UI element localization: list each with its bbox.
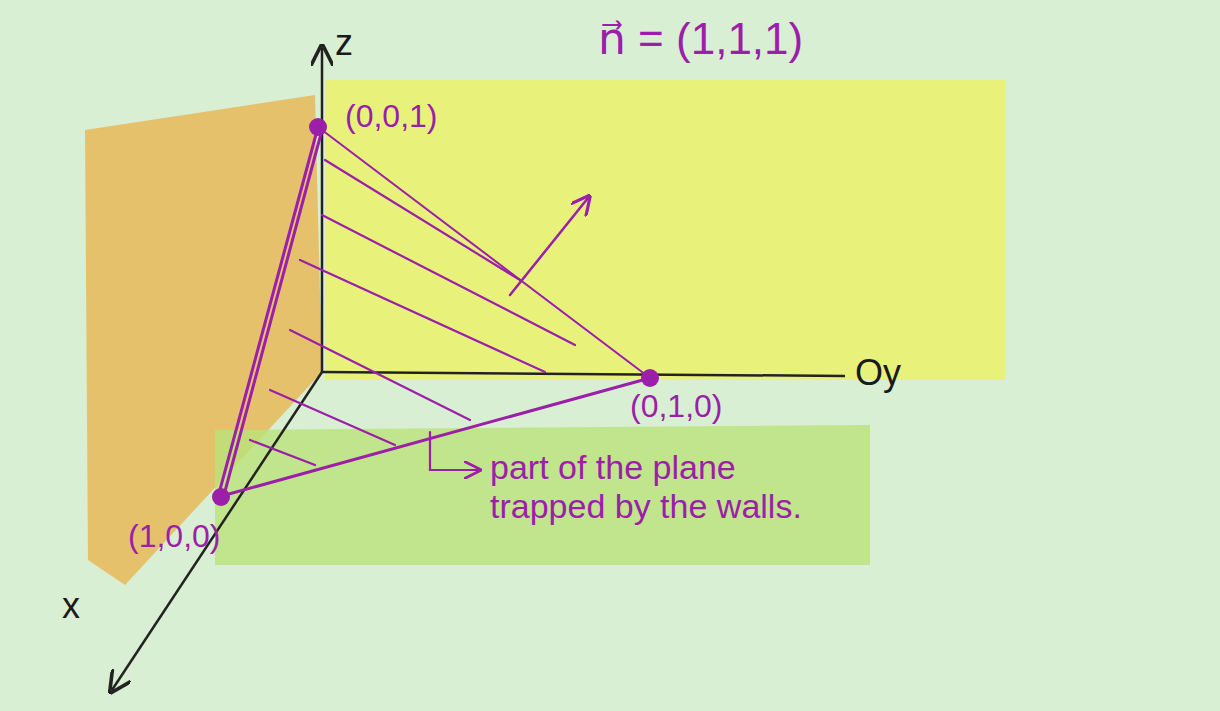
hatch-line — [290, 330, 470, 420]
vertex-dot — [309, 118, 327, 136]
normal-label: n⃗ = (1,1,1) — [598, 14, 803, 65]
hatching — [250, 160, 575, 465]
x-axis — [112, 372, 322, 690]
point-label: (1,0,0) — [128, 518, 220, 555]
note-label: part of the plane trapped by the walls. — [490, 448, 860, 526]
leader-line — [430, 432, 478, 470]
plane-edge — [218, 127, 650, 497]
y-axis — [322, 372, 845, 376]
axis-label: z — [335, 22, 353, 63]
axis-label: Oy — [855, 352, 901, 393]
normal-vector — [510, 198, 588, 295]
hatch-line — [250, 440, 315, 465]
hatch-line — [322, 215, 575, 345]
hatch-line — [300, 260, 545, 372]
yz-wall — [325, 80, 1005, 380]
point-label: (0,0,1) — [345, 98, 437, 135]
plane-edge — [318, 127, 650, 378]
point-label: (0,1,0) — [630, 388, 722, 425]
xy-floor — [215, 425, 870, 565]
vertex-dot — [641, 369, 659, 387]
vertex-dot — [212, 488, 230, 506]
hatch-line — [325, 160, 520, 280]
hatch-line — [270, 390, 395, 445]
z-axis — [321, 48, 324, 372]
plane-edge — [224, 130, 322, 495]
axis-label: x — [62, 585, 80, 626]
